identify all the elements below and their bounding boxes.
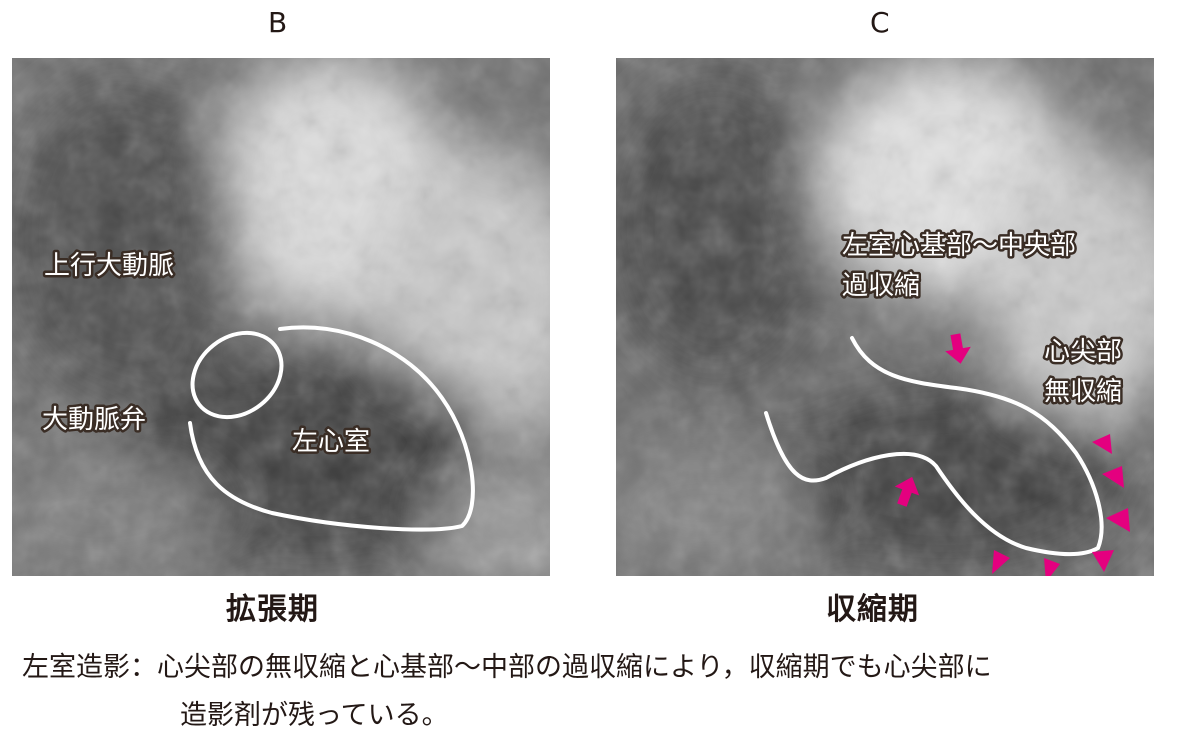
- label-akinesis-line2: 無収縮: [1044, 377, 1122, 407]
- panel-c-letter: C: [870, 6, 890, 39]
- label-hyperkinesis-line1: 左室心基部〜中央部: [842, 231, 1076, 261]
- akinesis-arrowhead-1: [1092, 434, 1112, 454]
- akinesis-arrowhead-2: [1102, 466, 1124, 488]
- akinesis-arrowhead-4: [1092, 550, 1114, 572]
- akinesis-arrowhead-3: [1106, 508, 1130, 532]
- label-ascending-aorta: 上行大動脈: [44, 251, 174, 281]
- lv-outline-systole: [764, 336, 1104, 557]
- phase-systole: 収縮期: [826, 592, 919, 627]
- label-hyperkinesis-line2: 過収縮: [842, 271, 920, 301]
- label-left-ventricle: 左心室: [292, 427, 370, 457]
- lv-outline-diastole: [188, 325, 475, 532]
- diastole-angiogram-svg: 上行大動脈 大動脈弁 左心室: [12, 58, 550, 576]
- akinesis-arrowhead-5: [1044, 558, 1060, 576]
- phase-diastole: 拡張期: [226, 592, 319, 627]
- figure-caption-line1: 左室造影：心尖部の無収縮と心基部〜中部の過収縮により，収縮期でも心尖部に: [22, 652, 992, 683]
- arrows-group: [894, 333, 1130, 576]
- label-akinesis-line1: 心尖部: [1044, 337, 1122, 367]
- label-aortic-valve: 大動脈弁: [42, 405, 146, 435]
- akinesis-arrowhead-6: [992, 550, 1010, 574]
- systole-angiogram: 左室心基部〜中央部 過収縮 心尖部 無収縮: [616, 58, 1154, 576]
- panel-b-letter: B: [268, 6, 288, 39]
- systole-angiogram-svg: 左室心基部〜中央部 過収縮 心尖部 無収縮: [616, 58, 1154, 576]
- figure-caption-line2: 造影剤が残っている。: [180, 700, 449, 731]
- hyper-arrow-top: [945, 333, 971, 364]
- diastole-angiogram: 上行大動脈 大動脈弁 左心室: [12, 58, 550, 576]
- hyper-arrow-bottom: [894, 476, 920, 507]
